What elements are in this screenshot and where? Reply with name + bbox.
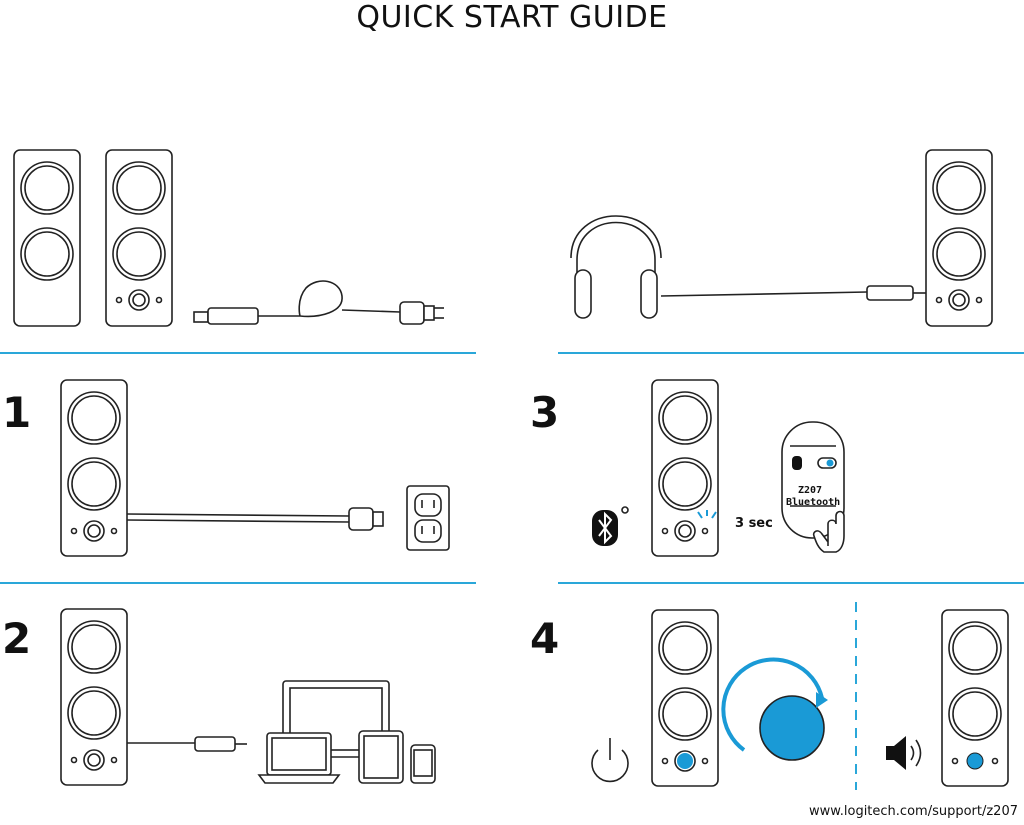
- step1-illustration: [60, 379, 450, 557]
- step-number-4: 4: [530, 614, 560, 663]
- device-name-label: Z207: [798, 485, 823, 496]
- divider-mid-left: [0, 582, 476, 584]
- step-number-1: 1: [2, 388, 32, 437]
- phone-icon: [781, 421, 845, 539]
- divider-top-right: [558, 352, 1024, 354]
- speaker-icon: [925, 149, 993, 327]
- phone-icon: [410, 744, 436, 784]
- speaker-icon: [105, 149, 173, 327]
- device-bluetooth-label: Bluetooth: [786, 497, 841, 508]
- laptop-icon: [257, 732, 341, 784]
- headphones-illustration: [570, 149, 993, 327]
- speaker-icon: [60, 379, 128, 557]
- step-number-2: 2: [2, 614, 32, 663]
- divider-mid-right: [558, 582, 1024, 584]
- volume-icon: [886, 736, 922, 770]
- power-cable-icon: [193, 280, 444, 325]
- divider-top-left: [0, 352, 476, 354]
- speaker-icon: [651, 379, 719, 557]
- speaker-icon: [941, 609, 1009, 787]
- speaker-icon: [13, 149, 81, 327]
- step4-illustration: [591, 602, 1009, 790]
- hand-pointer-icon: [812, 510, 845, 553]
- hold-time-label: 3 sec: [735, 516, 773, 531]
- box-contents-illustration: [13, 149, 444, 327]
- step3-illustration: [592, 379, 845, 557]
- power-icon: [591, 738, 629, 783]
- wall-outlet-icon: [406, 485, 450, 551]
- step-number-3: 3: [530, 388, 560, 437]
- page-title: QUICK START GUIDE: [356, 0, 668, 35]
- step2-illustration: [60, 608, 436, 786]
- volume-knob-icon: [721, 657, 828, 761]
- bluetooth-icon: [592, 506, 629, 546]
- speaker-icon: [60, 608, 128, 786]
- support-url[interactable]: www.logitech.com/support/z207: [809, 804, 1018, 819]
- speaker-icon: [651, 609, 719, 787]
- headphones-icon: [570, 215, 662, 319]
- tablet-icon: [358, 730, 404, 784]
